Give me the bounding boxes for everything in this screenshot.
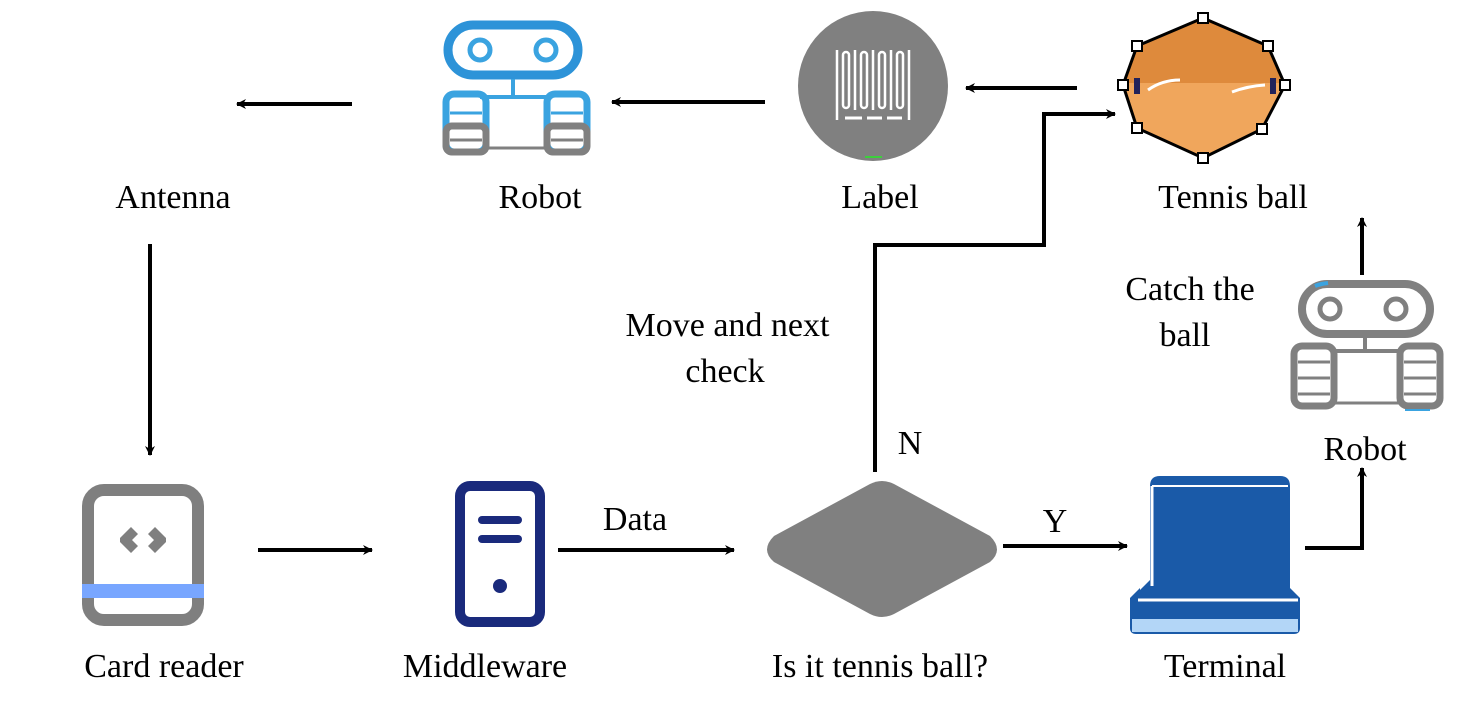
card-reader-icon — [82, 484, 204, 626]
edge-decision-tennisball — [873, 109, 1116, 472]
node-label-middleware: Middleware — [402, 648, 568, 685]
robot-icon-top — [442, 20, 591, 156]
node-label-tennis-ball: Tennis ball — [1158, 179, 1308, 216]
edge-label-move-next-1: Move and next — [625, 307, 830, 344]
server-icon — [455, 481, 545, 627]
terminal-icon — [1130, 476, 1300, 634]
node-label-label: Label — [841, 179, 919, 216]
rfid-tag-icon — [798, 11, 948, 161]
edge-terminal-robot — [1305, 467, 1367, 550]
edge-label-move-next-2: check — [685, 353, 765, 390]
tennis-ball-icon — [1117, 12, 1291, 164]
node-label-robot-right: Robot — [1323, 431, 1407, 468]
edge-label-no: N — [897, 425, 923, 462]
connectors — [145, 83, 1367, 555]
edge-label-catch-2: ball — [1159, 317, 1211, 354]
robot-icon-right — [1290, 280, 1444, 411]
node-label-antenna: Antenna — [115, 179, 231, 216]
decision-diamond — [767, 481, 997, 617]
node-label-card-reader: Card reader — [84, 648, 244, 685]
node-label-robot-top: Robot — [498, 179, 582, 216]
edge-label-data: Data — [602, 501, 668, 538]
node-label-decision: Is it tennis ball? — [771, 648, 989, 685]
node-label-terminal: Terminal — [1163, 648, 1287, 685]
edge-label-yes: Y — [1042, 503, 1068, 540]
edge-label-catch-1: Catch the — [1125, 271, 1255, 308]
